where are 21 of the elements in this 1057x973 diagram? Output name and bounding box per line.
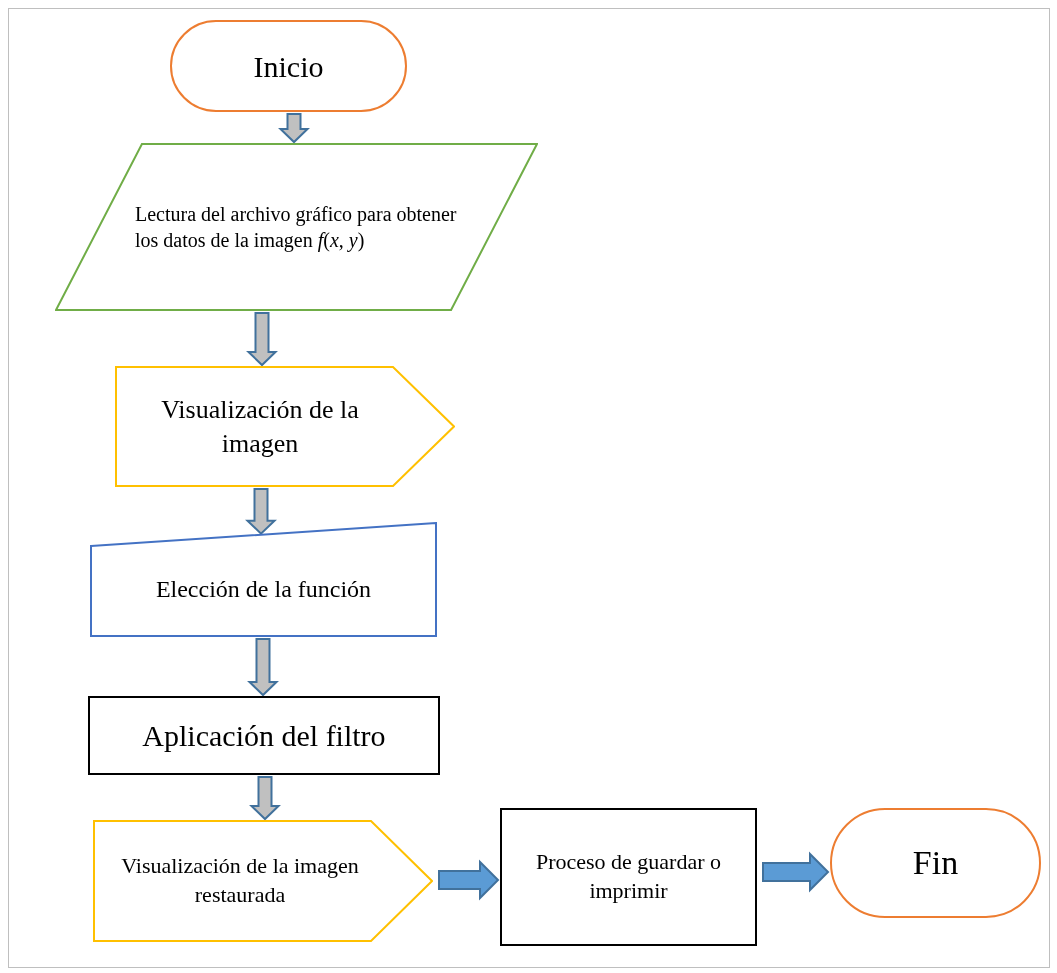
- node-label: Visualización de la imagen: [160, 393, 360, 460]
- process-box: [500, 808, 757, 946]
- node-label: Elección de la función: [155, 574, 372, 604]
- block-arrow: [249, 776, 281, 821]
- block-arrow: [246, 312, 278, 367]
- node-label: Lectura del archivo gráfico para obtener los datos de la imagen f(x, y): [135, 202, 458, 253]
- node-label: Visualización de la imagen restaurada: [120, 852, 360, 909]
- input-parallelogram: [55, 143, 538, 311]
- block-arrow: [438, 859, 500, 901]
- node-label: Fin: [912, 842, 959, 883]
- process-box: [88, 696, 440, 775]
- display-shape: [93, 820, 433, 942]
- block-arrow: [247, 638, 279, 697]
- node-label: Proceso de guardar o imprimir: [534, 848, 723, 905]
- block-arrow: [278, 113, 310, 144]
- node-label: Aplicación del filtro: [142, 718, 386, 754]
- block-arrow: [762, 851, 830, 893]
- manual-input-shape: [90, 522, 437, 637]
- node-label: Inicio: [253, 48, 324, 85]
- display-shape: [115, 366, 455, 487]
- block-arrow: [245, 488, 277, 536]
